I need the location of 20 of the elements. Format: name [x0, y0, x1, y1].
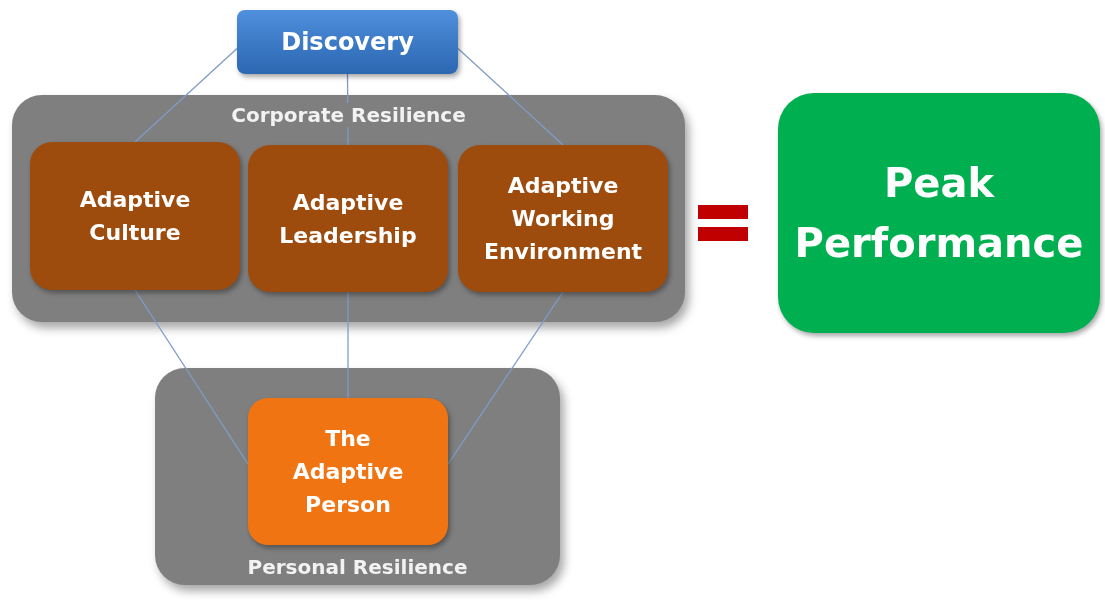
process-box: [237, 10, 458, 74]
box-label: The Adaptive Person: [291, 425, 405, 519]
box-label: Peak Performance: [793, 159, 1085, 268]
box-label: Adaptive Culture: [78, 186, 192, 247]
process-box: [248, 145, 448, 292]
box-label: Discovery: [280, 27, 415, 58]
connector-line: [346, 73, 349, 146]
group-panel: [12, 95, 685, 322]
connector-line: [134, 289, 249, 465]
result-box: [778, 93, 1100, 333]
process-box: [30, 142, 240, 290]
process-box: [458, 145, 668, 292]
connector-line: [457, 47, 564, 146]
box-label: Adaptive Working Environment: [482, 172, 644, 266]
box-label: Adaptive Leadership: [278, 188, 418, 250]
connector-line: [347, 291, 349, 399]
group-panel: [155, 368, 560, 585]
connector-line: [134, 47, 238, 143]
connector-line: [447, 291, 564, 465]
process-box: [248, 398, 448, 545]
